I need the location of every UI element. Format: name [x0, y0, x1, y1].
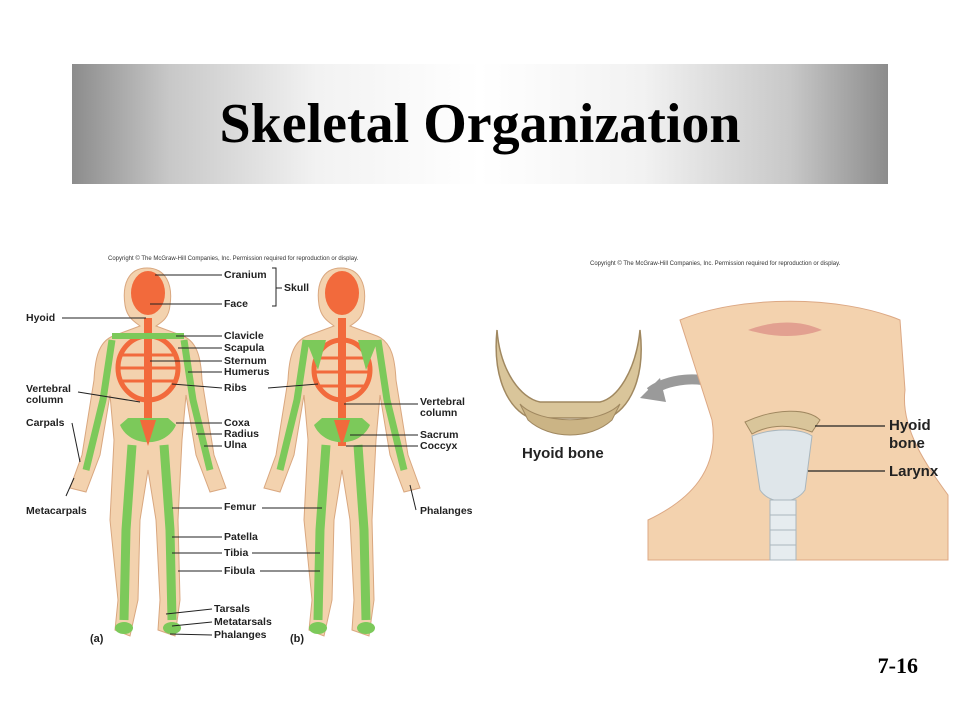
posterior-right-scapula [358, 340, 378, 370]
anterior-left-arm [82, 339, 116, 471]
label-metacarpals: Metacarpals [26, 505, 87, 517]
anterior-spine [144, 318, 152, 428]
label-coxa: Coxa [224, 417, 250, 429]
posterior-skull [325, 271, 359, 315]
label-tibia: Tibia [224, 547, 249, 559]
label-face: Face [224, 298, 248, 310]
anterior-right-arm [180, 339, 214, 471]
label-hyoid-bone: Hyoid bone [889, 417, 931, 452]
label-hyoid: Hyoid [26, 312, 56, 324]
label-skull: Skull [284, 282, 310, 294]
right-copyright: Copyright © The McGraw-Hill Companies, I… [590, 261, 841, 267]
label-humerus: Humerus [224, 366, 270, 378]
right-leader-lines [808, 425, 885, 472]
label-radius: Radius [224, 428, 260, 440]
left-copyright: Copyright © The McGraw-Hill Companies, I… [108, 256, 359, 262]
neck-illustration [647, 300, 949, 561]
title-bar: Skeletal Organization [72, 64, 888, 184]
posterior-left-scapula [306, 340, 326, 370]
label-scapula: Scapula [224, 342, 265, 354]
slide-title: Skeletal Organization [219, 93, 741, 155]
panel-label-a: (a) [90, 633, 104, 645]
label-fibula: Fibula [224, 565, 255, 577]
label-carpals: Carpals [26, 417, 65, 429]
anterior-left-leg [119, 444, 137, 621]
label-metatarsals: Metatarsals [214, 616, 272, 628]
label-patella: Patella [224, 531, 258, 543]
panel-label-b: (b) [290, 633, 305, 645]
label-phalanges-foot: Phalanges [214, 629, 267, 641]
label-clavicle: Clavicle [224, 330, 264, 342]
hyoid-bone-detail [495, 329, 642, 436]
posterior-skeleton [263, 267, 421, 637]
label-sternum: Sternum [224, 355, 267, 367]
label-larynx: Larynx [889, 463, 939, 480]
label-ribs: Ribs [224, 382, 247, 394]
label-vertebral-column-right: Vertebral column [420, 396, 465, 419]
posterior-ribcage [311, 337, 373, 403]
label-hyoid-bone-detail: Hyoid bone [522, 445, 604, 462]
left-leader-lines [62, 267, 418, 636]
anterior-skeleton [69, 267, 227, 637]
label-ulna: Ulna [224, 439, 247, 451]
anterior-skull [131, 271, 165, 315]
label-phalanges-hand: Phalanges [420, 505, 473, 517]
label-sacrum: Sacrum [420, 429, 459, 441]
label-cranium: Cranium [224, 269, 267, 281]
label-vertebral-column-left: Vertebral column [26, 383, 71, 406]
label-coccyx: Coccyx [420, 440, 458, 452]
label-femur: Femur [224, 501, 257, 513]
page-number: 7-16 [877, 653, 918, 678]
posterior-spine [338, 318, 346, 446]
anterior-right-leg [159, 444, 177, 621]
label-tarsals: Tarsals [214, 603, 250, 615]
